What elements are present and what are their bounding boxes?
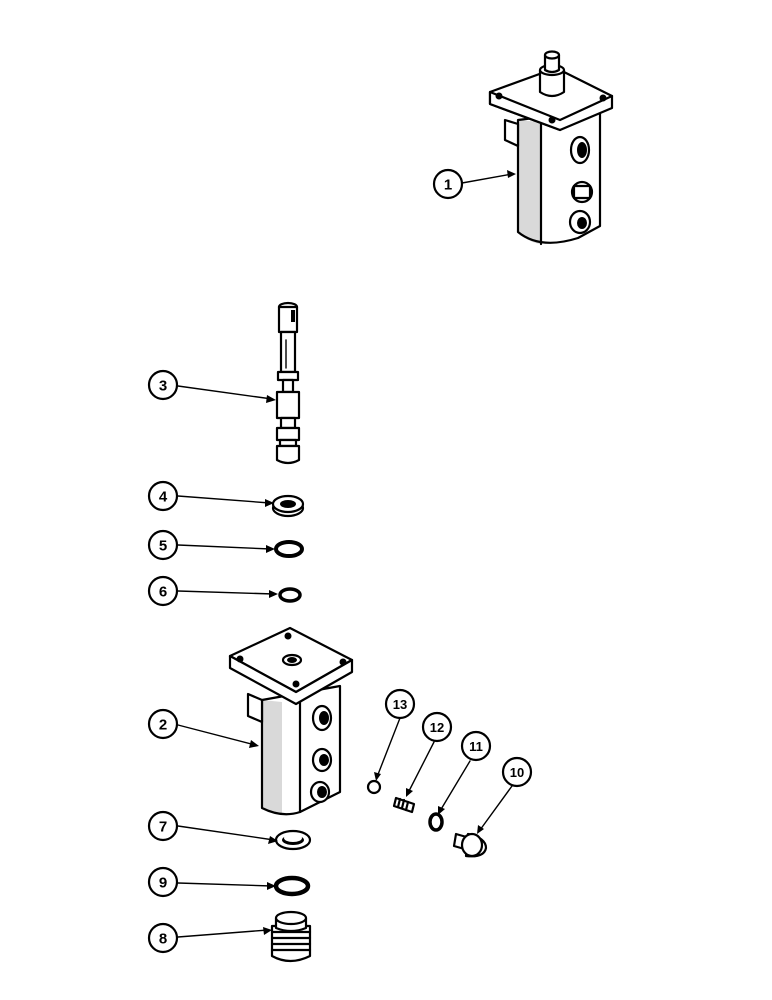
part-1-valve-assembly	[488, 50, 614, 246]
callout-1: 1	[432, 168, 464, 200]
callout-11: 11	[460, 730, 492, 762]
callout-2: 2	[147, 708, 179, 740]
leader-12	[407, 741, 435, 794]
callout-3: 3	[147, 369, 179, 401]
callout-3-label: 3	[159, 378, 167, 395]
callout-5-label: 5	[159, 538, 167, 555]
part-6-ring	[278, 587, 302, 603]
leader-5	[177, 544, 272, 550]
callout-10-label: 10	[510, 765, 524, 780]
part-13-ball	[366, 779, 382, 795]
callout-11-label: 11	[469, 739, 483, 754]
callout-7: 7	[147, 810, 179, 842]
callouts: 1 2 3 4 5 6 7 8	[147, 168, 533, 954]
leader-10	[479, 785, 513, 831]
leader-3	[177, 385, 273, 400]
callout-13-label: 13	[393, 697, 407, 712]
callout-6-label: 6	[159, 584, 167, 601]
callout-13: 13	[384, 688, 416, 720]
part-11-o-ring	[428, 812, 444, 832]
part-10-plug-screw	[452, 832, 488, 858]
leader-1	[461, 173, 513, 184]
callout-2-label: 2	[159, 717, 167, 734]
callout-9-label: 9	[159, 875, 167, 892]
callout-5: 5	[147, 529, 179, 561]
part-9-seal-ring	[273, 875, 311, 897]
part-7-washer	[274, 829, 312, 851]
leader-4	[177, 495, 271, 504]
callout-4-label: 4	[159, 489, 168, 506]
callout-8-label: 8	[159, 931, 167, 948]
callout-7-label: 7	[159, 819, 167, 836]
leader-13	[376, 717, 401, 778]
part-3-spool	[275, 301, 301, 465]
leader-8	[177, 929, 269, 938]
callout-10: 10	[501, 756, 533, 788]
part-12-spring	[392, 796, 416, 814]
leader-6	[177, 590, 275, 595]
callout-12: 12	[421, 711, 453, 743]
callout-9: 9	[147, 866, 179, 898]
leader-7	[177, 825, 275, 841]
callout-8: 8	[147, 922, 179, 954]
leader-lines	[177, 170, 516, 938]
leader-9	[177, 882, 273, 887]
part-2-valve-body	[228, 626, 354, 816]
part-5-o-ring	[274, 540, 304, 558]
callout-6: 6	[147, 575, 179, 607]
leader-2	[177, 724, 256, 746]
part-8-plug	[270, 910, 312, 963]
callout-12-label: 12	[430, 720, 444, 735]
leader-11	[439, 760, 471, 812]
callout-1-label: 1	[444, 177, 452, 194]
part-4-washer-stack	[271, 494, 305, 518]
callout-4: 4	[147, 480, 179, 512]
